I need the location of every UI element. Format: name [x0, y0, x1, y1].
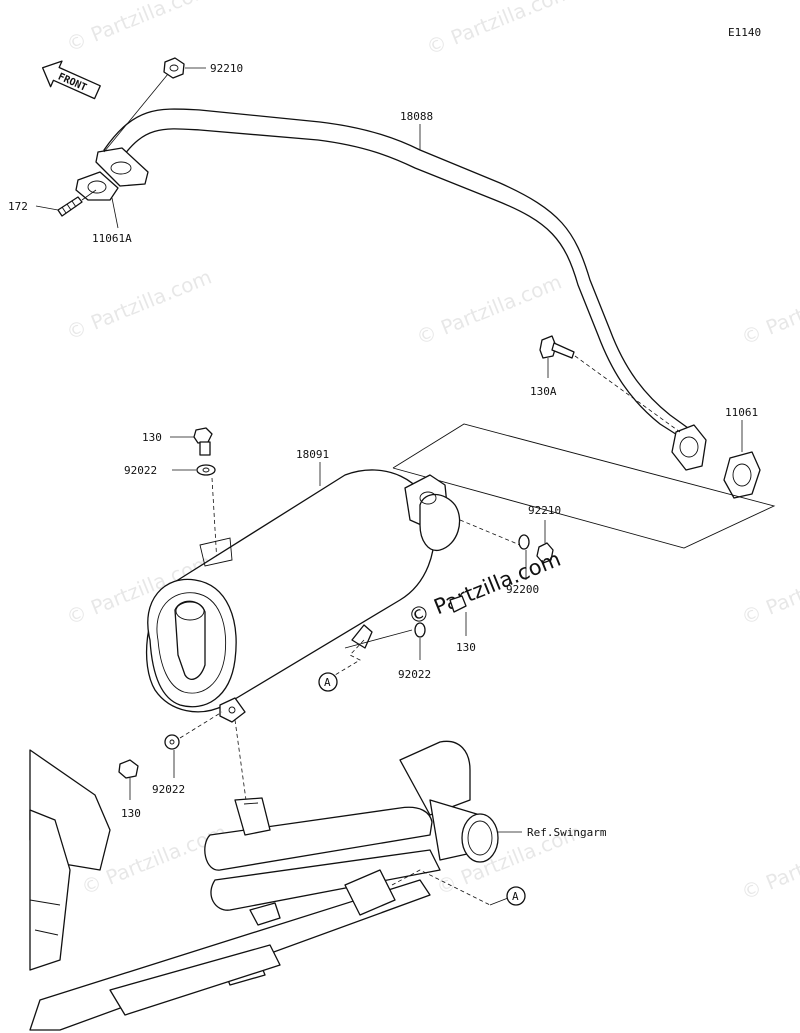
bolt-130A [539, 335, 681, 433]
washer-92022-low [164, 711, 223, 778]
watermark: © Partzilla.com [423, 0, 575, 60]
callout-92022-low: 92022 [152, 783, 185, 796]
frame-swingarm [29, 740, 499, 1031]
callout-130-top: 130 [142, 431, 162, 444]
callout-130-low: 130 [121, 807, 141, 820]
nut-92210-right [536, 520, 554, 564]
callout-92200: 92200 [506, 583, 539, 596]
ref-swingarm-label: Ref.Swingarm [527, 826, 607, 839]
gasket-11061A [75, 171, 119, 229]
callout-172: 172 [8, 200, 28, 213]
callout-130-mid: 130 [456, 641, 476, 654]
exhaust-pipe-18088 [95, 108, 707, 471]
watermark: © Partzilla.com [413, 270, 565, 350]
bolt-130-low [118, 759, 139, 800]
stud-172 [35, 189, 97, 217]
watermark: © Partzilla.com [63, 0, 215, 57]
callout-92210-top: 92210 [210, 62, 243, 75]
watermark: © Partzilla.com [63, 265, 215, 345]
callout-130A: 130A [530, 385, 557, 398]
nut-92210-top [103, 57, 206, 153]
callout-92210-right: 92210 [528, 504, 561, 517]
watermark: © Partzilla.com [738, 550, 800, 630]
watermark: © Partzilla.com [738, 825, 800, 905]
callout-11061: 11061 [725, 406, 758, 419]
watermark: © Partzilla.com [738, 270, 800, 350]
bolt-130-mid [449, 595, 467, 636]
front-arrow-icon: FRONT [41, 60, 101, 100]
callout-11061A: 11061A [92, 232, 132, 245]
diagram-code: E1140 [728, 26, 761, 39]
ref-a-lower-label: A [512, 890, 519, 903]
ref-a-upper: A [318, 672, 338, 692]
washer-92022-inlet [518, 534, 530, 550]
callout-92022-top: 92022 [124, 464, 157, 477]
bolt-130-top [170, 427, 213, 456]
callout-18088: 18088 [400, 110, 433, 123]
reference-plane [392, 423, 776, 549]
gasket-11061 [723, 420, 761, 499]
washer-92022-mid [414, 622, 426, 660]
callout-18091: 18091 [296, 448, 329, 461]
muffler-18091 [145, 469, 461, 723]
ref-a-lower: A [506, 886, 526, 906]
washer-92022-top [172, 464, 216, 476]
callout-92022-mid: 92022 [398, 668, 431, 681]
ref-a-upper-label: A [324, 676, 331, 689]
